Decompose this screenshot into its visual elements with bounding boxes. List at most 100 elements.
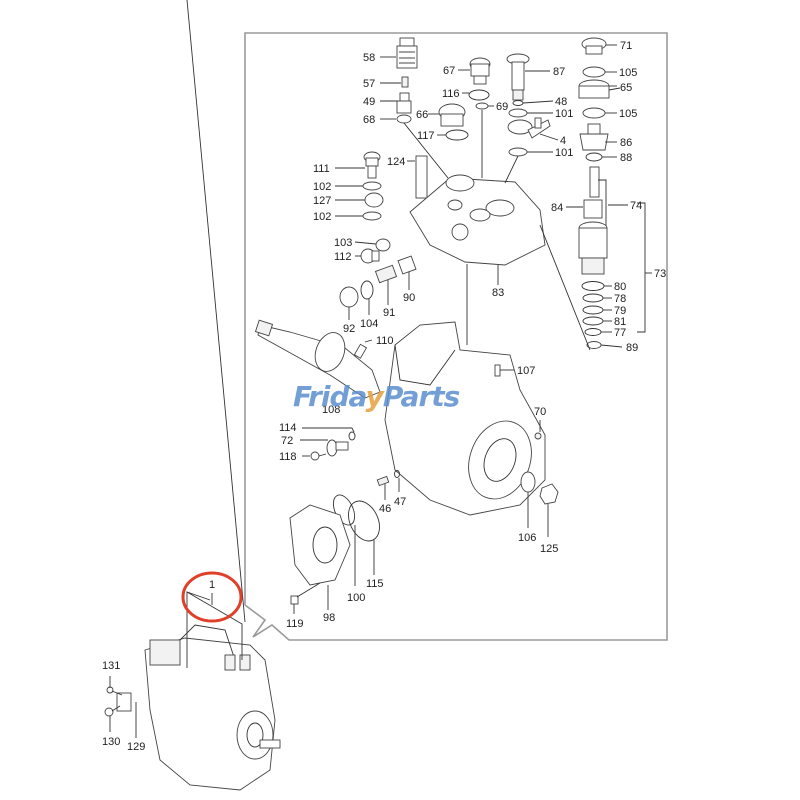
callout-circle — [181, 571, 243, 623]
part-118 — [310, 451, 327, 461]
label-102a: 102 — [313, 181, 331, 193]
part-105b — [582, 107, 606, 119]
label-79: 79 — [614, 305, 626, 317]
label-73: 73 — [654, 268, 666, 280]
label-91: 91 — [383, 307, 395, 319]
callout-label: 1 — [209, 579, 215, 591]
label-77: 77 — [614, 327, 626, 339]
part-58 — [396, 37, 418, 69]
label-4: 4 — [560, 135, 566, 147]
part-90 — [397, 255, 417, 275]
part-73-barrel — [578, 221, 608, 275]
part-124 — [415, 155, 428, 199]
label-130: 130 — [102, 736, 120, 748]
label-65: 65 — [620, 82, 632, 94]
label-115: 115 — [366, 578, 384, 590]
label-68: 68 — [363, 114, 375, 126]
label-108: 108 — [322, 404, 340, 416]
part-115 — [348, 500, 380, 542]
label-127: 127 — [313, 195, 331, 207]
part-98-feed-pump — [289, 504, 351, 586]
label-47: 47 — [394, 496, 406, 508]
label-78: 78 — [614, 293, 626, 305]
detail-frame — [244, 32, 668, 641]
part-46 — [376, 475, 390, 487]
part-66 — [438, 103, 466, 127]
label-101b: 101 — [555, 147, 573, 159]
part-102a — [362, 181, 382, 191]
part-49 — [396, 92, 412, 114]
part-104 — [360, 280, 374, 300]
label-106: 106 — [518, 532, 536, 544]
label-129: 129 — [127, 741, 145, 753]
label-46: 46 — [379, 503, 391, 515]
part-70 — [534, 432, 542, 440]
label-57: 57 — [363, 78, 375, 90]
label-58: 58 — [363, 52, 375, 64]
part-4 — [507, 117, 551, 139]
part-111 — [363, 151, 381, 179]
part-83-head — [409, 174, 546, 266]
part-72 — [326, 439, 349, 457]
label-98: 98 — [323, 612, 335, 624]
label-66: 66 — [416, 109, 428, 121]
label-119: 119 — [286, 618, 304, 630]
part-84 — [583, 199, 603, 219]
part-86 — [579, 123, 609, 151]
label-104: 104 — [360, 318, 378, 330]
label-92: 92 — [343, 323, 355, 335]
label-67: 67 — [443, 65, 455, 77]
part-92 — [339, 286, 359, 308]
label-88: 88 — [620, 152, 632, 164]
label-131: 131 — [102, 660, 120, 672]
label-71: 71 — [620, 40, 632, 52]
part-101b — [508, 147, 528, 157]
label-80: 80 — [614, 281, 626, 293]
part-102b — [362, 211, 382, 221]
label-107: 107 — [517, 365, 535, 377]
label-114: 114 — [279, 422, 297, 434]
part-69 — [475, 102, 489, 110]
part-110 — [353, 343, 368, 359]
label-81: 81 — [614, 316, 626, 328]
part-131 — [106, 686, 123, 696]
label-72: 72 — [281, 435, 293, 447]
part-87 — [506, 53, 530, 101]
part-107 — [494, 364, 501, 377]
part-103 — [375, 238, 391, 252]
label-124: 124 — [387, 156, 405, 168]
part-101a — [508, 108, 528, 118]
part-48 — [512, 100, 524, 106]
label-105b: 105 — [619, 108, 637, 120]
part-57 — [401, 76, 409, 88]
label-90: 90 — [403, 292, 415, 304]
part-119 — [290, 582, 321, 605]
label-110: 110 — [376, 335, 394, 347]
part-91 — [374, 264, 398, 284]
label-101a: 101 — [555, 108, 573, 120]
label-118: 118 — [279, 451, 297, 463]
part-88 — [585, 152, 603, 162]
part-67 — [469, 57, 491, 85]
part-77 — [584, 328, 602, 336]
label-89: 89 — [626, 342, 638, 354]
part-71 — [581, 37, 607, 55]
label-125: 125 — [540, 543, 558, 555]
label-103: 103 — [334, 237, 352, 249]
label-117: 117 — [417, 130, 435, 142]
part-79 — [582, 305, 604, 315]
label-48: 48 — [555, 96, 567, 108]
part-78 — [582, 293, 604, 303]
part-116 — [468, 89, 490, 101]
label-74: 74 — [630, 200, 642, 212]
part-129 — [116, 692, 132, 712]
part-68 — [396, 114, 412, 124]
part-114 — [348, 431, 356, 441]
part-81 — [582, 316, 604, 326]
part-125 — [539, 483, 559, 505]
label-83: 83 — [492, 287, 504, 299]
label-105a: 105 — [619, 67, 637, 79]
label-70: 70 — [534, 406, 546, 418]
label-69: 69 — [496, 101, 508, 113]
